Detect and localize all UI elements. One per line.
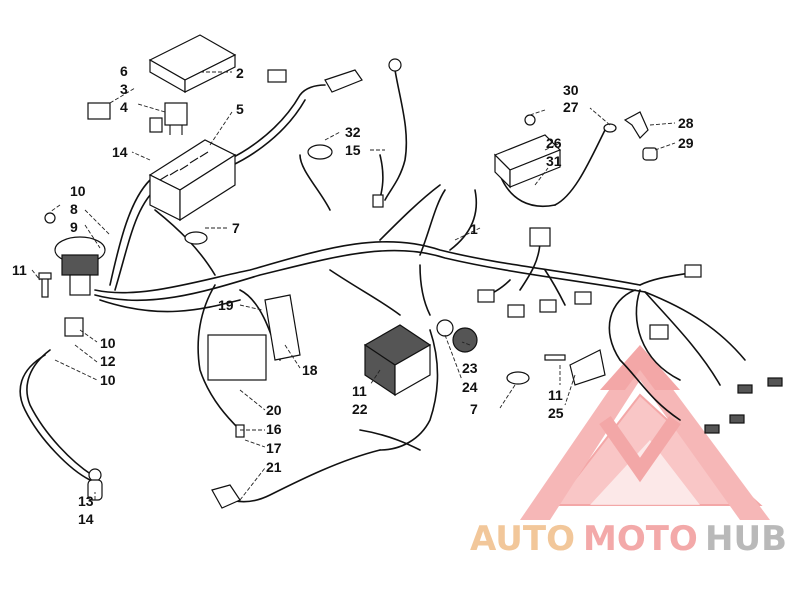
callout-5: 5 xyxy=(236,101,244,117)
part-24-grommet xyxy=(436,319,454,337)
callouts: 2 6 3 4 5 14 32 15 30 27 28 29 26 31 10 … xyxy=(12,63,694,527)
connector-top xyxy=(267,69,363,93)
part-26-module xyxy=(493,134,562,189)
callout-28: 28 xyxy=(678,115,694,131)
callout-11-mid: 11 xyxy=(352,383,367,399)
part-7-clamp xyxy=(184,231,208,245)
part-10-nut xyxy=(44,212,56,224)
callout-15: 15 xyxy=(345,142,361,158)
part-28-elbow xyxy=(623,111,649,139)
callout-17: 17 xyxy=(266,440,282,456)
part-25-bracket xyxy=(544,349,606,386)
callout-16: 16 xyxy=(266,421,282,437)
part-15-cable xyxy=(372,58,402,208)
callout-10-top: 10 xyxy=(70,183,86,199)
part-16-sensor xyxy=(235,424,245,438)
callout-10-mid: 10 xyxy=(100,335,116,351)
callout-25: 25 xyxy=(548,405,564,421)
part-32-clamp xyxy=(307,144,333,160)
part-2-fuse-cover xyxy=(148,34,237,94)
callout-1: 1 xyxy=(470,221,478,237)
callout-22: 22 xyxy=(352,401,368,417)
callout-20: 20 xyxy=(266,402,282,418)
right-connectors xyxy=(477,227,783,434)
callout-8: 8 xyxy=(70,201,78,217)
callout-14-top: 14 xyxy=(112,144,128,160)
part-5-fuse-block xyxy=(148,139,237,222)
part-20-module xyxy=(207,294,301,381)
callout-14-bottom: 14 xyxy=(78,511,94,527)
part-13-terminal xyxy=(87,468,103,501)
part-21-connector xyxy=(211,484,241,509)
part-29-cap xyxy=(642,147,658,161)
callout-18: 18 xyxy=(302,362,318,378)
watermark-hub: HUB xyxy=(705,519,787,559)
callout-32: 32 xyxy=(345,124,361,140)
callout-29: 29 xyxy=(678,135,694,151)
callout-4: 4 xyxy=(120,99,128,115)
callout-7-right: 7 xyxy=(470,401,478,417)
callout-6: 6 xyxy=(120,63,128,79)
watermark-logo xyxy=(520,345,770,520)
callout-9: 9 xyxy=(70,219,78,235)
callout-27: 27 xyxy=(563,99,579,115)
watermark-moto: MOTO xyxy=(583,519,698,559)
part-27-fitting xyxy=(603,123,617,133)
watermark-auto: AUTO xyxy=(470,519,575,559)
part-6-relay xyxy=(87,102,111,120)
callout-30: 30 xyxy=(563,82,579,98)
callout-19: 19 xyxy=(218,297,234,313)
callout-2: 2 xyxy=(236,65,244,81)
callout-23: 23 xyxy=(462,360,478,376)
callout-11-left: 11 xyxy=(12,262,27,278)
callout-10-low: 10 xyxy=(100,372,116,388)
callout-24: 24 xyxy=(462,379,478,395)
callout-26: 26 xyxy=(546,135,562,151)
leader-lines xyxy=(31,71,676,501)
callout-21: 21 xyxy=(266,459,282,475)
callout-3: 3 xyxy=(120,81,128,97)
part-4-relay xyxy=(149,102,188,135)
part-11-bolt xyxy=(38,272,52,298)
part-30-nut xyxy=(524,114,536,126)
part-22-regulator xyxy=(363,324,432,397)
callout-31: 31 xyxy=(546,153,562,169)
callout-13: 13 xyxy=(78,493,94,509)
watermark-text: AUTO MOTO HUB xyxy=(470,519,787,559)
part-23-plug xyxy=(452,327,478,353)
part-9-bracket xyxy=(54,236,106,337)
callout-11-right: 11 xyxy=(548,387,563,403)
callout-12: 12 xyxy=(100,353,116,369)
part-7b-clamp xyxy=(506,371,530,385)
callout-7-left: 7 xyxy=(232,220,240,236)
